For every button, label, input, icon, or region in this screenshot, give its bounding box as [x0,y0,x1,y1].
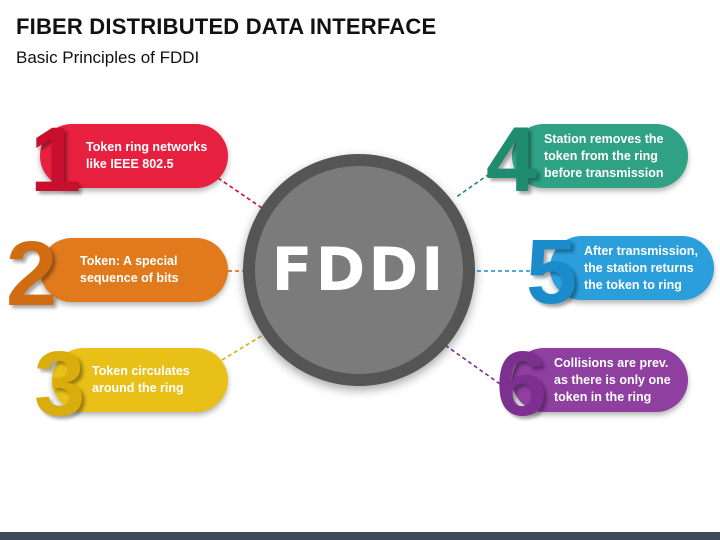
item-2-text: Token: A special sequence of bits [80,254,179,285]
item-3-number: 3 [34,333,86,435]
item-4-number: 4 [486,109,538,211]
item-6-text: Collisions are prev. as there is only on… [554,355,671,404]
page-title: FIBER DISTRIBUTED DATA INTERFACE [16,14,437,39]
hub-label: FDDI [271,235,447,305]
item-5-number: 5 [526,221,578,323]
item-4-text: Station removes the token from the ring … [544,131,664,180]
item-2-pill: Token: A special sequence of bits [40,238,228,302]
item-1-text: Token ring networks like IEEE 802.5 [86,140,208,171]
fddi-hub-inner: FDDI [255,166,463,374]
item-6-pill: Collisions are prev. as there is only on… [512,348,688,412]
item-5-pill: After transmission, the station returns … [550,236,714,300]
item-3-pill: Token circulates around the ring [52,348,228,412]
item-2-number: 2 [6,223,58,325]
connector-line-6 [444,344,501,385]
connector-line-3 [221,331,269,361]
page-subtitle: Basic Principles of FDDI [16,48,200,67]
footer-bar [0,532,720,540]
connector-line-4 [454,169,496,199]
connector-line-1 [217,177,263,209]
item-3-text: Token circulates around the ring [92,364,190,395]
item-6-number: 6 [496,333,548,435]
item-1-number: 1 [30,109,82,211]
fddi-hub-circle: FDDI [243,154,475,386]
item-4-pill: Station removes the token from the ring … [512,124,688,188]
item-5-text: After transmission, the station returns … [584,243,698,292]
item-1-pill: Token ring networks like IEEE 802.5 [40,124,228,188]
